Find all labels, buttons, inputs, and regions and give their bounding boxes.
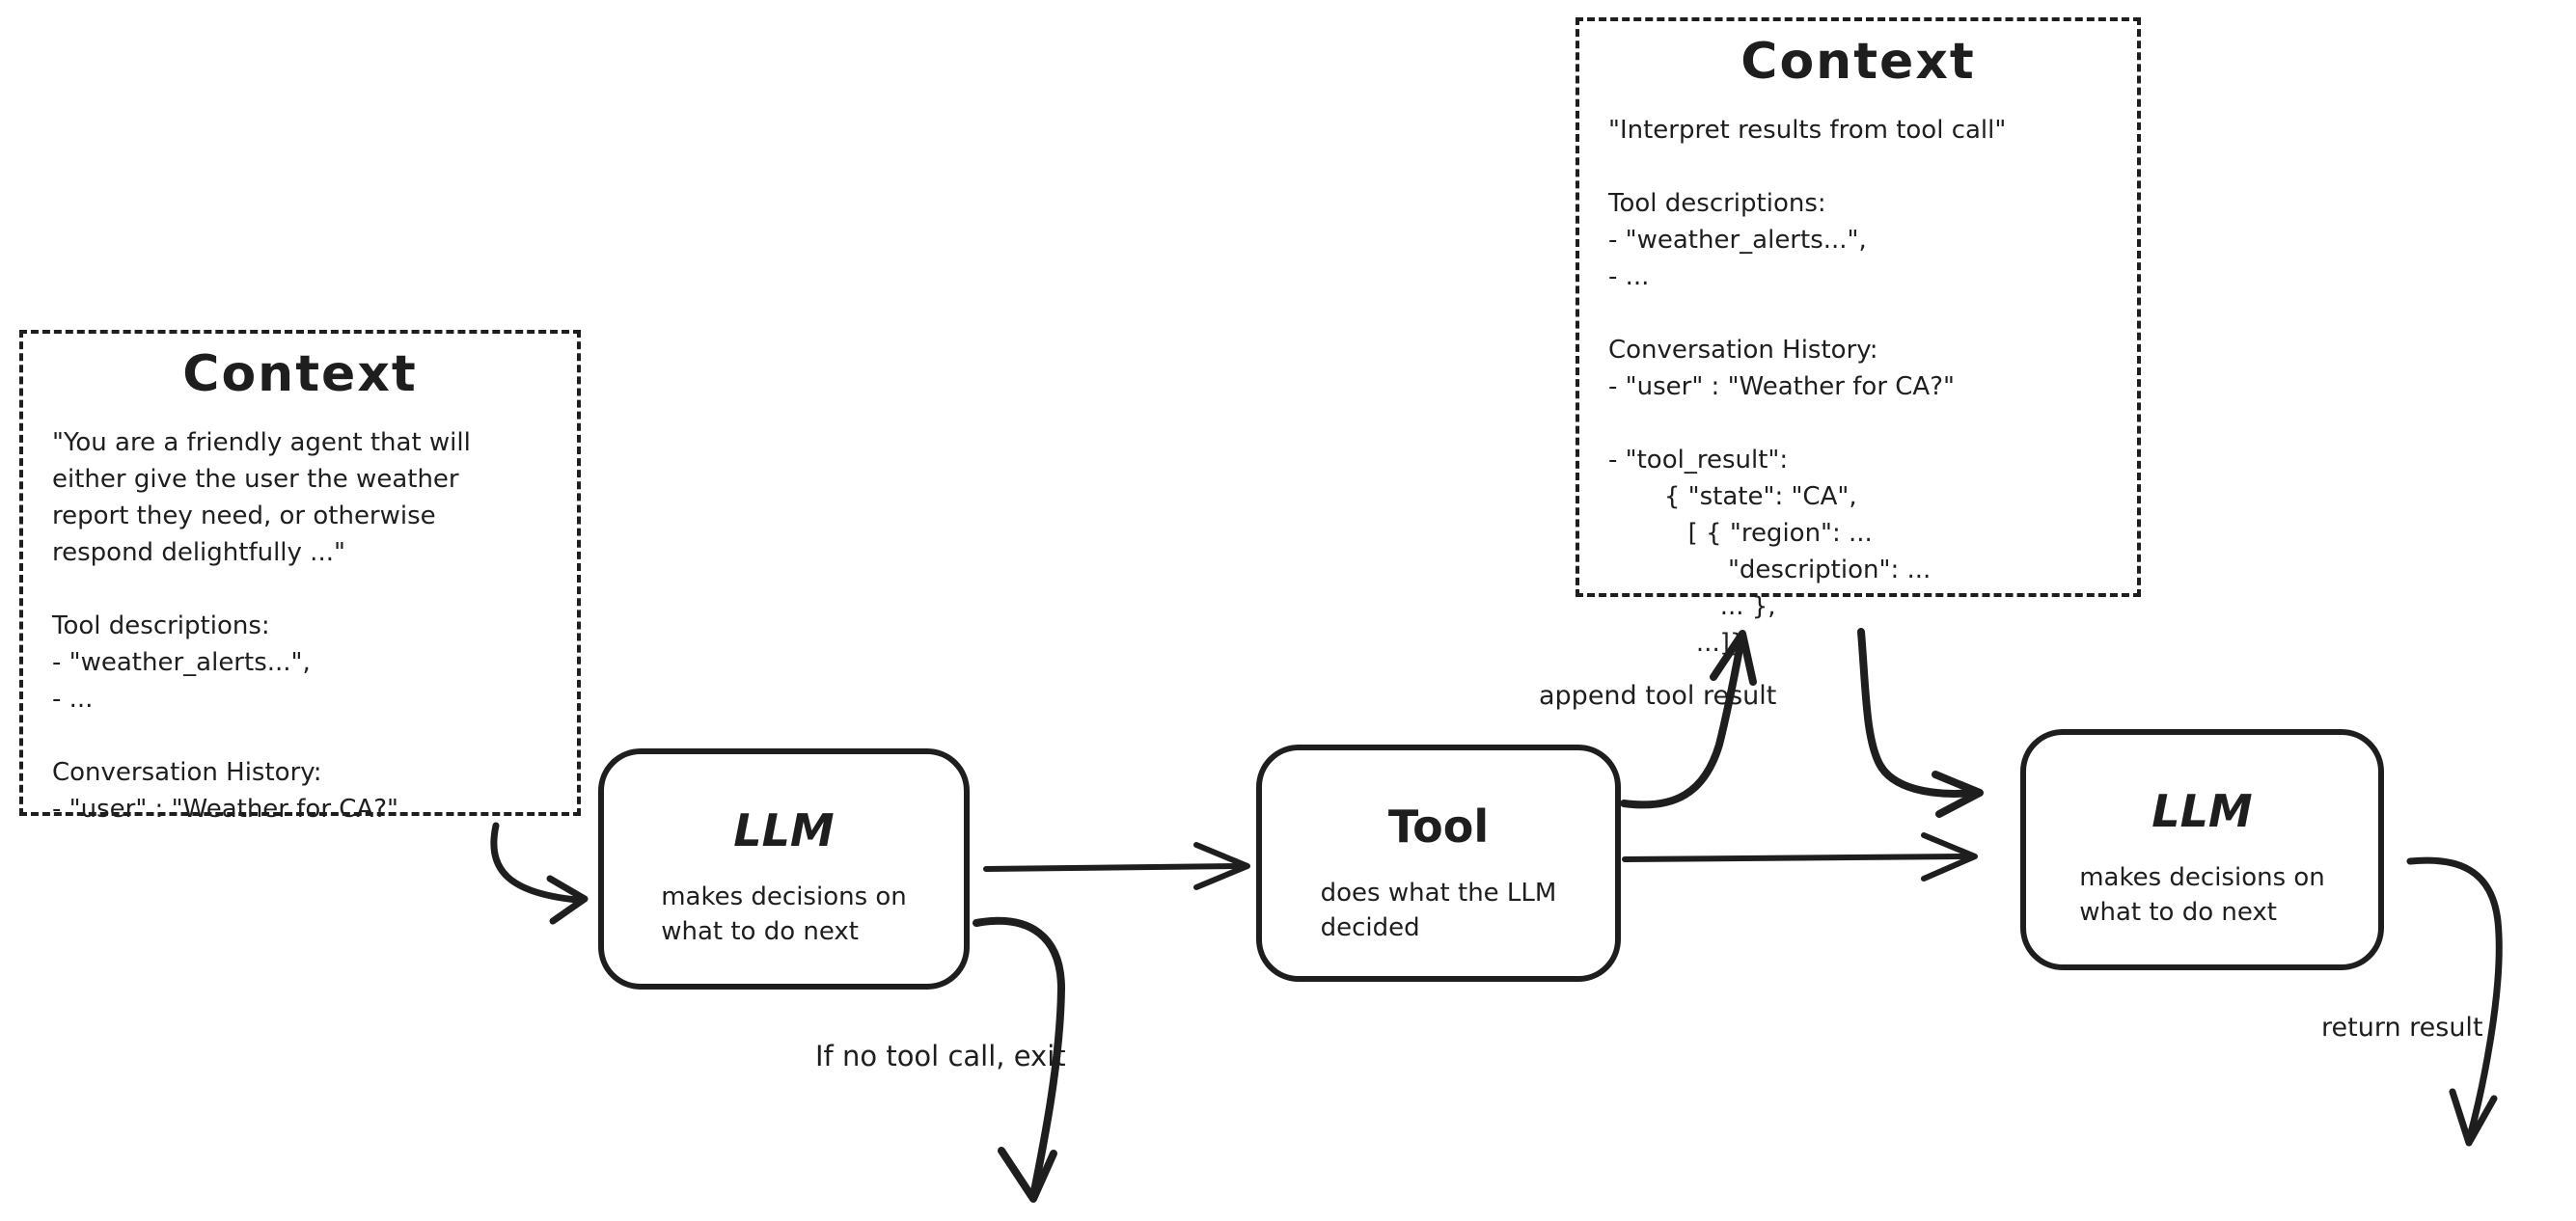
llm-node-1-title: LLM	[733, 804, 835, 856]
llm-node-1-subtitle: makes decisions on what to do next	[661, 882, 907, 946]
tool-node: Tool does what the LLM decided	[1256, 745, 1621, 982]
context-left-body: "You are a friendly agent that will eith…	[52, 428, 471, 824]
label-append-tool-result: append tool result	[1539, 681, 1777, 711]
llm-node-2: LLM makes decisions on what to do next	[2020, 729, 2384, 970]
llm-node-1: LLM makes decisions on what to do next	[598, 748, 970, 990]
context-box-right: Context "Interpret results from tool cal…	[1576, 17, 2141, 658]
arrow-tool-to-context-right	[1620, 630, 1757, 809]
context-left-title: Context	[182, 345, 418, 403]
tool-node-title: Tool	[1387, 800, 1490, 853]
context-box-left: Context "You are a friendly agent that w…	[19, 330, 581, 824]
label-if-no-tool-call-exit: If no tool call, exit	[815, 1040, 1066, 1072]
tool-node-subtitle: does what the LLM decided	[1320, 879, 1557, 942]
arrow-tool-to-llm2	[1622, 832, 1978, 882]
llm-node-2-subtitle: makes decisions on what to do next	[2079, 863, 2325, 927]
arrow-context-left-to-llm1	[490, 822, 589, 925]
llm-node-2-title: LLM	[2151, 785, 2253, 837]
context-right-body: "Interpret results from tool call" Tool …	[1608, 116, 2007, 658]
arrow-context-right-to-llm2	[1857, 628, 1984, 818]
arrow-llm1-to-tool	[983, 842, 1250, 890]
context-right-title: Context	[1740, 33, 1976, 91]
arrow-llm2-return	[2406, 856, 2503, 1147]
arrow-llm1-exit	[973, 916, 1065, 1203]
label-return-result: return result	[2321, 1013, 2483, 1043]
